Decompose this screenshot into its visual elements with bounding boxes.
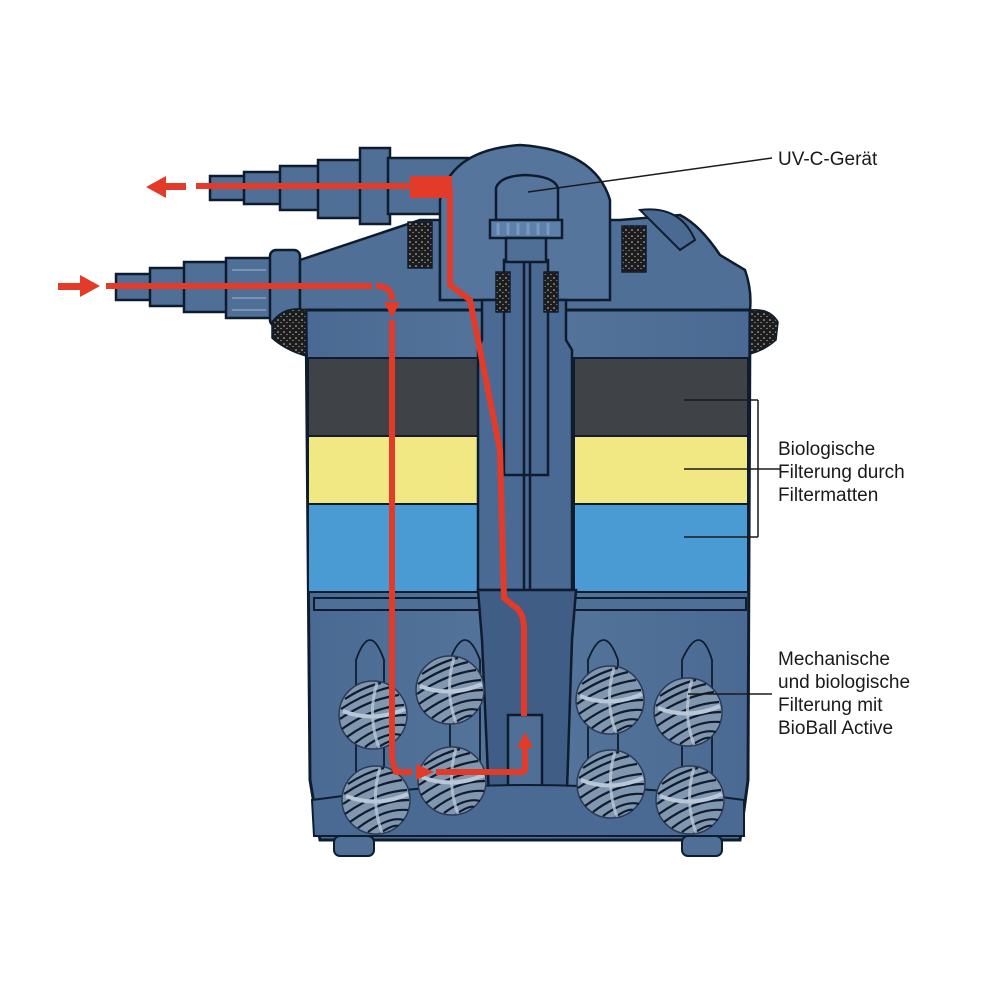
water-flow-path [106,183,528,775]
foot-left [333,835,375,857]
filter-mat-black-right [573,357,749,437]
outlet-arrow-icon [146,176,166,198]
label-uvc-unit: UV-C-Gerät [778,149,878,170]
filter-mat-blue-right [573,503,749,593]
foam-seals [271,221,779,357]
foot-right [681,835,723,857]
leader-lines [527,157,780,695]
inlet-arrow-icon [80,275,100,297]
filter-mat-yellow-right [573,435,749,505]
label-biological-filter-mats: Biologische Filterung durch Filtermatten [778,439,905,506]
label-mechanical-bioball-filter: Mechanische und biologische Filterung mi… [778,649,911,739]
